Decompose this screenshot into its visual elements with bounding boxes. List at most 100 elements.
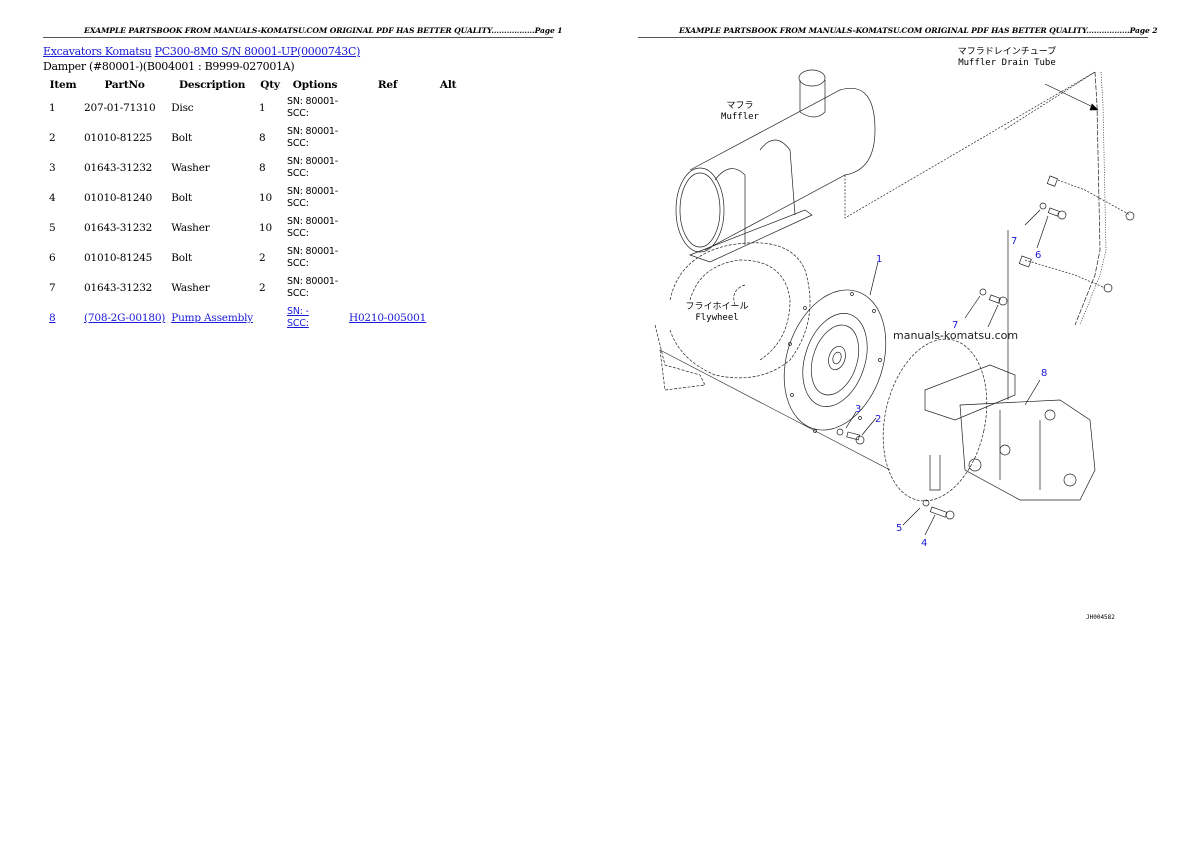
options-sn: SN: 80001- xyxy=(287,246,339,257)
cell-partno: 01643-31232 xyxy=(84,222,153,234)
breadcrumb-model-link[interactable]: PC300-8M0 S/N 80001-UP(0000743C) xyxy=(154,45,361,58)
pump-assembly-drawing xyxy=(882,230,1096,502)
cell-options: SN: 80001-SCC: xyxy=(284,243,346,273)
callout-5[interactable]: 5 xyxy=(896,523,902,534)
cell-options: SN: 80001-SCC: xyxy=(284,93,346,123)
options-sn: SN: - xyxy=(287,306,309,317)
partno-link[interactable]: (708-2G-00180) xyxy=(84,312,166,324)
cell-alt xyxy=(429,183,467,213)
page-2: EXAMPLE PARTSBOOK FROM MANUALS-KOMATSU.C… xyxy=(595,0,1190,842)
cell-item: 2 xyxy=(49,132,56,144)
cell-ref: H0210-005001 xyxy=(346,303,429,333)
table-row: 6 01010-81245 Bolt 2 SN: 80001-SCC: xyxy=(43,243,467,273)
cell-alt xyxy=(429,303,467,333)
cell-options: SN: 80001-SCC: xyxy=(284,183,346,213)
callout-2[interactable]: 2 xyxy=(875,414,881,425)
muffler-label-en: Muffler xyxy=(721,112,760,122)
cell-qty: 2 xyxy=(259,252,266,264)
options-sn: SN: 80001- xyxy=(287,126,339,137)
cell-partno: 01643-31232 xyxy=(84,282,153,294)
callout-1[interactable]: 1 xyxy=(876,254,882,265)
options-sn: SN: 80001- xyxy=(287,156,339,167)
leader-lines xyxy=(845,71,1099,536)
column-header-partno: PartNo xyxy=(104,79,145,91)
callout-6[interactable]: 6 xyxy=(1035,250,1041,261)
cell-partno: 01010-81240 xyxy=(84,192,153,204)
breadcrumb: Excavators Komatsu PC300-8M0 S/N 80001-U… xyxy=(43,45,360,58)
cell-item: 1 xyxy=(49,102,56,114)
ref-link[interactable]: H0210-005001 xyxy=(349,312,427,324)
cell-description: Washer xyxy=(171,162,210,174)
drawing-id: JH004582 xyxy=(1086,614,1115,621)
options-link[interactable]: SN: -SCC: xyxy=(287,306,309,329)
cell-qty: 1 xyxy=(259,102,266,114)
table-row: 1 207-01-71310 Disc 1 SN: 80001-SCC: xyxy=(43,93,467,123)
page-1: EXAMPLE PARTSBOOK FROM MANUALS-KOMATSU.C… xyxy=(43,26,563,333)
parts-table: Item PartNo Description Qty Options Ref … xyxy=(43,77,467,333)
cell-alt xyxy=(429,153,467,183)
item-link[interactable]: 8 xyxy=(49,312,56,324)
muffler-drawing xyxy=(675,69,1096,263)
cell-ref xyxy=(346,123,429,153)
cell-partno: (708-2G-00180) xyxy=(81,303,168,333)
cell-options: SN: -SCC: xyxy=(284,303,346,333)
callout-7-lower[interactable]: 7 xyxy=(952,320,958,331)
cell-ref xyxy=(346,243,429,273)
cell-alt xyxy=(429,123,467,153)
table-row-linked: 8 (708-2G-00180) Pump Assembly SN: -SCC:… xyxy=(43,303,467,333)
cell-partno: 207-01-71310 xyxy=(84,102,156,114)
cell-options: SN: 80001-SCC: xyxy=(284,273,346,303)
column-header-ref: Ref xyxy=(377,79,398,91)
options-scc: SCC: xyxy=(287,318,309,329)
table-row: 3 01643-31232 Washer 8 SN: 80001-SCC: xyxy=(43,153,467,183)
table-row: 2 01010-81225 Bolt 8 SN: 80001-SCC: xyxy=(43,123,467,153)
options-scc: SCC: xyxy=(287,138,309,149)
cell-options: SN: 80001-SCC: xyxy=(284,153,346,183)
description-link[interactable]: Pump Assembly xyxy=(171,312,253,324)
options-scc: SCC: xyxy=(287,228,309,239)
table-row: 5 01643-31232 Washer 10 SN: 80001-SCC: xyxy=(43,213,467,243)
cell-qty: 8 xyxy=(259,132,266,144)
flywheel-label-en: Flywheel xyxy=(695,313,738,323)
cell-description: Washer xyxy=(171,282,210,294)
options-scc: SCC: xyxy=(287,168,309,179)
cell-alt xyxy=(429,93,467,123)
options-scc: SCC: xyxy=(287,198,309,209)
drain-tube-drawing xyxy=(1018,71,1135,326)
column-header-item: Item xyxy=(49,79,77,91)
callout-4[interactable]: 4 xyxy=(921,538,927,549)
cell-alt xyxy=(429,213,467,243)
options-scc: SCC: xyxy=(287,258,309,269)
cell-partno: 01643-31232 xyxy=(84,162,153,174)
cell-options: SN: 80001-SCC: xyxy=(284,123,346,153)
page-header: EXAMPLE PARTSBOOK FROM MANUALS-KOMATSU.C… xyxy=(84,26,563,35)
drain-tube-label-jp: マフラドレインチューブ xyxy=(958,45,1056,57)
table-header-row: Item PartNo Description Qty Options Ref … xyxy=(43,77,467,93)
callout-8[interactable]: 8 xyxy=(1041,368,1047,379)
cell-description: Washer xyxy=(171,222,210,234)
cell-item: 7 xyxy=(49,282,56,294)
cell-item: 4 xyxy=(49,192,56,204)
options-sn: SN: 80001- xyxy=(287,96,339,107)
cell-qty: 10 xyxy=(259,192,272,204)
options-sn: SN: 80001- xyxy=(287,216,339,227)
flywheel-label-jp: フライホイール xyxy=(685,301,748,312)
table-row: 4 01010-81240 Bolt 10 SN: 80001-SCC: xyxy=(43,183,467,213)
column-header-description: Description xyxy=(178,79,246,91)
options-sn: SN: 80001- xyxy=(287,276,339,287)
cell-qty: 8 xyxy=(259,162,266,174)
cell-description: Bolt xyxy=(171,192,193,204)
cell-ref xyxy=(346,183,429,213)
watermark: manuals-komatsu.com xyxy=(893,329,1018,342)
cell-alt xyxy=(429,243,467,273)
breadcrumb-category-link[interactable]: Excavators Komatsu xyxy=(43,45,152,58)
options-sn: SN: 80001- xyxy=(287,186,339,197)
callout-7-upper[interactable]: 7 xyxy=(1011,236,1017,247)
page-header: EXAMPLE PARTSBOOK FROM MANUALS-KOMATSU.C… xyxy=(679,26,1158,35)
column-header-alt: Alt xyxy=(439,79,457,91)
drain-tube-label-en: Muffler Drain Tube xyxy=(958,58,1056,68)
cell-item: 8 xyxy=(43,303,81,333)
cell-item: 6 xyxy=(49,252,56,264)
cell-description: Bolt xyxy=(171,252,193,264)
callout-3[interactable]: 3 xyxy=(855,404,861,415)
